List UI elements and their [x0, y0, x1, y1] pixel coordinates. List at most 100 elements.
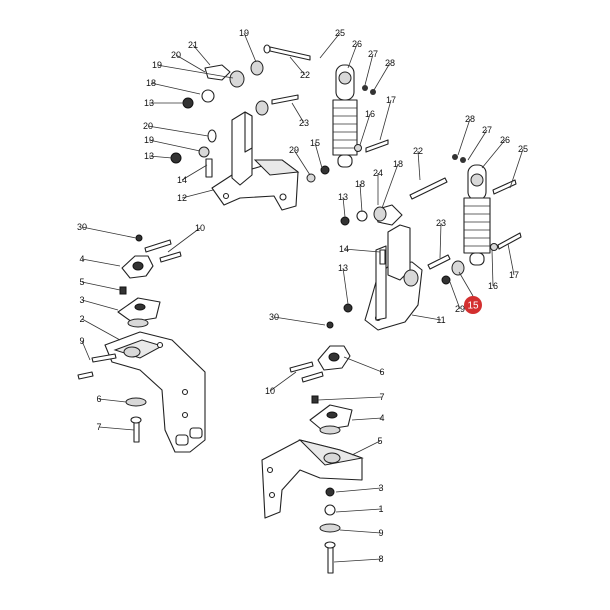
- callout-label-16: 16: [488, 281, 498, 291]
- leader-line: [439, 222, 442, 259]
- leader-line: [148, 139, 201, 152]
- callout-label-6: 6: [379, 367, 384, 377]
- callout-label-2: 2: [79, 314, 84, 324]
- callout-label-9: 9: [79, 336, 84, 346]
- leader-line: [339, 529, 382, 534]
- callout-label-25: 25: [518, 144, 528, 154]
- leader-line: [293, 149, 311, 176]
- leader-line: [150, 82, 201, 95]
- leader-line: [192, 44, 211, 66]
- leader-line: [373, 62, 391, 91]
- leader-line: [81, 226, 137, 239]
- callout-label-24: 24: [373, 168, 383, 178]
- leader-line: [381, 163, 399, 209]
- callout-label-29: 29: [289, 145, 299, 155]
- callout-label-15: 15: [310, 138, 320, 148]
- callout-label-18: 18: [355, 179, 365, 189]
- lower-left-mounts: [77, 234, 182, 443]
- lower-right-bracket-1: [261, 439, 364, 519]
- leader-line: [351, 440, 381, 456]
- callout-label-30: 30: [269, 312, 279, 322]
- callout-label-19: 19: [152, 60, 162, 70]
- callout-label-30: 30: [77, 222, 87, 232]
- leader-line: [81, 258, 121, 267]
- callout-label-19: 19: [144, 135, 154, 145]
- highlight-leader-line: [458, 271, 474, 297]
- leader-line: [342, 196, 346, 218]
- callout-label-27: 27: [368, 49, 378, 59]
- callout-label-11: 11: [436, 315, 445, 325]
- leader-line: [343, 356, 383, 373]
- callout-label-5: 5: [79, 277, 84, 287]
- callout-label-14: 14: [339, 244, 349, 254]
- callout-label-23: 23: [299, 118, 309, 128]
- leader-line: [243, 32, 257, 63]
- leader-line: [148, 155, 173, 159]
- callout-label-28: 28: [465, 114, 475, 124]
- callout-label-9: 9: [378, 528, 383, 538]
- callout-label-22: 22: [300, 70, 310, 80]
- callout-label-28: 28: [385, 58, 395, 68]
- callout-label-26: 26: [352, 39, 362, 49]
- leader-line: [81, 281, 121, 291]
- callout-label-20: 20: [143, 121, 153, 131]
- leader-line: [347, 43, 358, 69]
- leader-line: [449, 281, 461, 310]
- leader-line: [81, 340, 91, 361]
- callout-label-7: 7: [96, 422, 101, 432]
- callout-label-10: 10: [265, 386, 275, 396]
- callout-label-22: 22: [413, 146, 423, 156]
- callout-label-21: 21: [188, 40, 198, 50]
- callout-label-8: 8: [378, 554, 383, 564]
- leader-line: [289, 56, 306, 76]
- leader-line: [269, 371, 297, 392]
- leader-line: [291, 102, 305, 124]
- callout-label-19: 19: [239, 28, 249, 38]
- leader-line: [379, 99, 392, 141]
- callout-label-3: 3: [79, 295, 84, 305]
- leader-line: [507, 243, 515, 276]
- callout-label-14: 14: [177, 175, 187, 185]
- bracket-12: [211, 111, 300, 211]
- leader-line: [98, 426, 135, 431]
- leader-line: [181, 164, 208, 181]
- leader-line: [147, 125, 209, 137]
- callout-label-20: 20: [171, 50, 181, 60]
- callout-label-4: 4: [379, 413, 384, 423]
- leader-line: [351, 417, 383, 421]
- leader-line: [319, 32, 341, 59]
- leader-line: [167, 227, 201, 253]
- callout-label-13: 13: [338, 263, 348, 273]
- callout-label-7: 7: [379, 392, 384, 402]
- bracket-11: [364, 224, 423, 331]
- highlight-badge-label: 15: [467, 301, 479, 312]
- callout-label-6: 6: [96, 394, 101, 404]
- callout-label-18: 18: [146, 78, 156, 88]
- leader-line: [314, 142, 323, 169]
- callout-label-13: 13: [144, 151, 154, 161]
- leader-line: [364, 53, 374, 86]
- leader-line: [359, 183, 363, 213]
- leader-line: [156, 64, 234, 79]
- right-hardware: [340, 154, 522, 313]
- leader-line: [342, 267, 349, 305]
- leader-line: [481, 139, 506, 169]
- leader-line: [417, 150, 421, 181]
- leader-line: [343, 248, 381, 253]
- leader-line: [181, 189, 214, 199]
- leader-line: [81, 318, 121, 341]
- leader-line: [335, 487, 382, 493]
- callout-label-4: 4: [79, 254, 84, 264]
- callout-label-5: 5: [377, 436, 382, 446]
- callout-label-17: 17: [509, 270, 519, 280]
- callout-label-18: 18: [393, 159, 403, 169]
- leader-line: [273, 316, 326, 326]
- highlighted-callout[interactable]: 15: [458, 271, 482, 314]
- leader-line: [175, 54, 206, 73]
- leader-line: [317, 396, 383, 401]
- shock-absorber-26-upper: [332, 64, 358, 168]
- highlight-badge[interactable]: [464, 296, 482, 314]
- leader-line: [509, 148, 524, 189]
